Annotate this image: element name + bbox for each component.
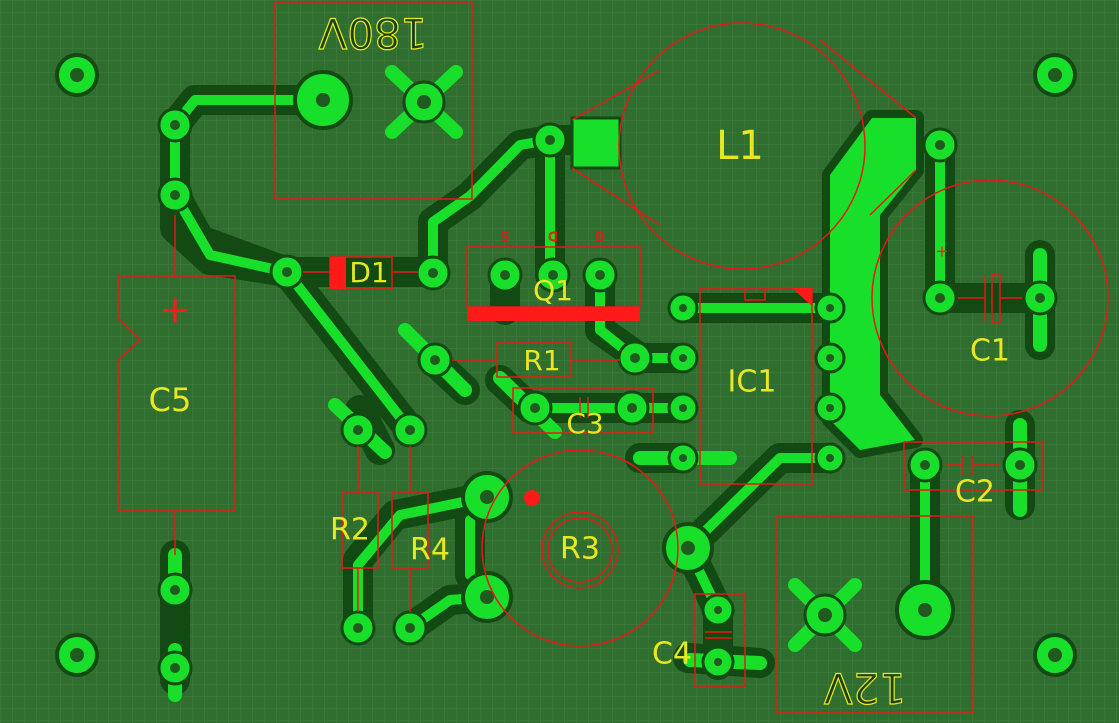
label-l1: L1 [716, 123, 764, 169]
label-r4: R4 [410, 533, 450, 568]
r3-dot-marker [524, 490, 540, 506]
label-c1-plus: + [935, 242, 948, 261]
label-c1: C1 [970, 334, 1010, 369]
outline-180v-connector [274, 2, 473, 200]
outline-r2 [341, 491, 379, 569]
outline-l1 [618, 22, 866, 270]
label-d1: D1 [349, 256, 388, 289]
trace-d1-r4 [282, 267, 415, 435]
label-c5: C5 [149, 381, 192, 419]
label-r2: R2 [330, 513, 370, 548]
label-c5-plus: + [159, 288, 191, 332]
d1-cathode-band [330, 257, 346, 289]
label-c2: C2 [955, 475, 995, 510]
trace-c5-d1 [170, 190, 292, 277]
label-q1-pin-s: S [501, 229, 509, 243]
label-180v: 180V [318, 9, 427, 58]
q1-tab-marker [467, 307, 640, 321]
outline-ic1 [699, 287, 813, 485]
outline-c4 [694, 593, 746, 687]
ic1-pin1-marker [792, 288, 812, 306]
label-r3: R3 [560, 532, 600, 567]
marker-layer [330, 257, 812, 506]
outline-r3 [481, 449, 679, 647]
pads [55, 53, 1077, 686]
label-r1: R1 [523, 344, 560, 377]
trace-q1-gate [595, 270, 688, 363]
label-ic1: IC1 [728, 365, 777, 400]
label-q1: Q1 [533, 274, 573, 307]
label-c3: C3 [566, 407, 603, 440]
label-12v: 12V [824, 664, 906, 713]
outline-c3 [512, 387, 654, 434]
outline-c1 [871, 179, 1109, 417]
label-q1-pin-d: D [548, 229, 557, 243]
trace-d1-l1 [428, 135, 555, 278]
trace-ic1-r3 [683, 453, 835, 615]
outline-12v-connector [776, 515, 974, 714]
pad-l1-square [570, 116, 622, 170]
outline-c2 [903, 441, 1043, 491]
outline-c5 [117, 275, 236, 511]
label-q1-pin-g: G [595, 229, 604, 243]
label-c4: C4 [652, 637, 692, 672]
silkscreen-layer: 180V 12V L1 D1 Q1 S D G C5 + R1 C3 IC1 C… [149, 8, 1010, 713]
